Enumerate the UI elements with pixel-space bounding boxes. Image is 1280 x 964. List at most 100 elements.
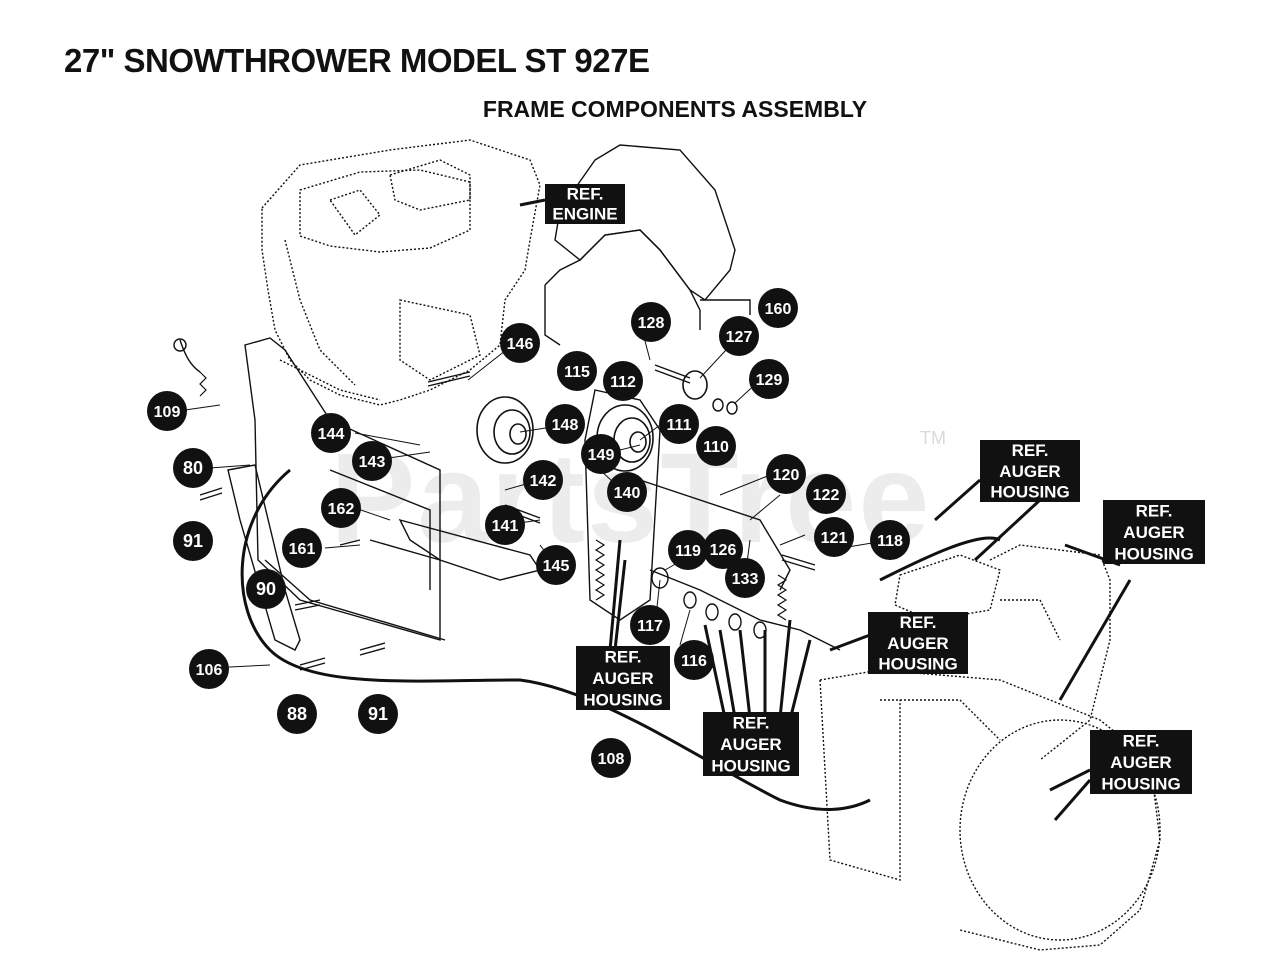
callout-number: 146 (507, 336, 534, 353)
callout-number: 144 (318, 426, 345, 443)
callout-number: 117 (637, 618, 663, 635)
ref-label-line: REF. (1136, 502, 1173, 521)
ref-label-box (545, 184, 625, 224)
callout-129: 129 (749, 359, 789, 399)
callout-127: 127 (719, 316, 759, 356)
callout-133: 133 (725, 558, 765, 598)
callout-badge (668, 530, 708, 570)
callout-number: 140 (614, 485, 641, 502)
callout-148: 148 (545, 404, 585, 444)
callout-number: 108 (598, 751, 625, 768)
callout-141: 141 (485, 505, 525, 545)
ref-label-line: AUGER (592, 669, 653, 688)
page-subtitle: FRAME COMPONENTS ASSEMBLY (482, 96, 868, 122)
callout-badge (581, 434, 621, 474)
callout-144: 144 (311, 413, 351, 453)
callout-110: 110 (696, 426, 736, 466)
ref-label-line: REF. (1012, 441, 1049, 460)
callout-number: 128 (638, 315, 665, 332)
callout-number: 80 (183, 458, 203, 478)
callout-badge (725, 558, 765, 598)
callout-number: 121 (821, 530, 848, 547)
callout-number: 127 (726, 329, 753, 346)
callout-number: 110 (703, 439, 729, 456)
callout-badge (523, 460, 563, 500)
idler-pulley (682, 370, 708, 400)
pulley-left (476, 396, 534, 464)
callout-badge (311, 413, 351, 453)
callout-badge (557, 351, 597, 391)
trademark-mark: TM (920, 428, 946, 448)
callout-90: 90 (246, 569, 286, 609)
springs (199, 371, 788, 621)
callout-badge (545, 404, 585, 444)
callout-142: 142 (523, 460, 563, 500)
callout-badge (703, 529, 743, 569)
callout-badge (173, 521, 213, 561)
washer (712, 398, 724, 412)
ref-label-line: HOUSING (583, 690, 662, 709)
ref-label-box (703, 712, 799, 776)
callout-160: 160 (758, 288, 798, 328)
callout-badge (277, 694, 317, 734)
callout-number: 119 (675, 543, 701, 560)
callout-number: 141 (492, 518, 519, 535)
callout-number: 122 (813, 487, 840, 504)
callout-number: 115 (564, 364, 590, 381)
callout-number: 160 (765, 301, 792, 318)
ref-label-line: HOUSING (1114, 544, 1193, 563)
belt-cover-outline (544, 144, 751, 346)
callout-number: 142 (530, 473, 557, 490)
ref-label-line: HOUSING (1101, 774, 1180, 793)
callout-number: 162 (328, 501, 355, 518)
ref-label-box (868, 612, 968, 674)
callout-108: 108 (591, 738, 631, 778)
callout-118: 118 (870, 520, 910, 560)
page-title: 27" SNOWTHROWER MODEL ST 927E (64, 42, 650, 79)
callout-121: 121 (814, 517, 854, 557)
callout-161: 161 (282, 528, 322, 568)
bottom-plate-outline (398, 518, 542, 581)
callout-badge (674, 640, 714, 680)
ref-label-line: REF. (1123, 732, 1160, 751)
callout-badge (870, 520, 910, 560)
callout-badge (246, 569, 286, 609)
callout-122: 122 (806, 474, 846, 514)
callout-number: 90 (256, 579, 276, 599)
ref-label-box (576, 646, 670, 710)
callout-badge (358, 694, 398, 734)
callout-number: 133 (732, 571, 759, 588)
callout-128: 128 (631, 302, 671, 342)
callout-number: 116 (681, 653, 707, 670)
callout-badge (189, 649, 229, 689)
washer (726, 401, 738, 415)
cable-end (179, 339, 201, 373)
ref-label-line: AUGER (720, 735, 781, 754)
callout-badge (630, 605, 670, 645)
auger-housing-outline (819, 544, 1161, 951)
ref-label-line: AUGER (887, 634, 948, 653)
cable-eyelet (173, 338, 187, 352)
callout-number: 111 (667, 417, 692, 434)
callout-149: 149 (581, 434, 621, 474)
callout-140: 140 (607, 472, 647, 512)
callout-badge (749, 359, 789, 399)
callout-number: 106 (196, 662, 223, 679)
callout-number: 118 (877, 533, 903, 550)
callout-number: 129 (756, 372, 783, 389)
callout-badge (173, 448, 213, 488)
callout-80: 80 (173, 448, 213, 488)
ref-pointer-lines (519, 198, 1132, 821)
callout-91: 91 (358, 694, 398, 734)
callout-badge (631, 302, 671, 342)
callout-badge (321, 488, 361, 528)
callout-badge (814, 517, 854, 557)
callout-number: 126 (710, 542, 737, 559)
